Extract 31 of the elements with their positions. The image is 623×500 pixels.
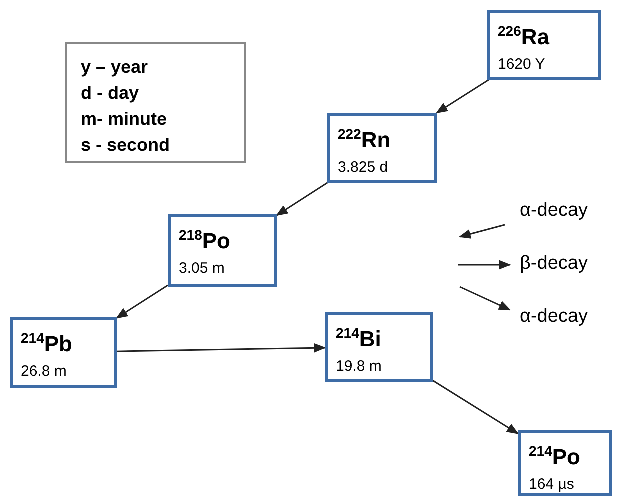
legend-label: α-decay — [520, 200, 588, 222]
nuclide-symbol: $^{214}$Pb — [21, 329, 72, 358]
key-box — [65, 42, 246, 163]
key-entry: d - day — [81, 82, 140, 105]
nuclide-symbol: $^{214}$Po — [529, 442, 580, 472]
key-entry: y – year — [81, 56, 148, 79]
nuclide-symbol: $^{222}$Rn — [338, 125, 391, 154]
nuclide-box — [518, 430, 612, 496]
nuclide-symbol: $^{218}$Po — [179, 226, 230, 256]
nuclide-box — [327, 113, 437, 183]
arrow — [436, 79, 490, 114]
legend-label: α-decay — [520, 306, 588, 328]
legend-label: β-decay — [520, 253, 588, 275]
nuclide-box — [168, 214, 277, 287]
nuclide-box — [487, 10, 601, 80]
half-life: 19.8 m — [336, 357, 382, 378]
key-entry: m- minute — [81, 108, 168, 131]
half-life: 164 µs — [529, 475, 574, 496]
key-entry: s - second — [81, 134, 170, 157]
arrow — [116, 284, 168, 319]
arrow — [276, 182, 328, 216]
half-life: 1620 Y — [498, 55, 546, 76]
half-life: 26.8 m — [21, 362, 67, 382]
nuclide-box — [10, 317, 117, 388]
nuclide-symbol: $^{226}$Ra — [498, 22, 550, 52]
half-life: 3.05 m — [179, 259, 225, 280]
nuclide-symbol: $^{214}$Bi — [336, 324, 382, 354]
arrow — [116, 343, 326, 353]
half-life: 3.825 d — [338, 158, 388, 178]
nuclide-box — [325, 312, 433, 382]
arrow — [432, 380, 520, 434]
